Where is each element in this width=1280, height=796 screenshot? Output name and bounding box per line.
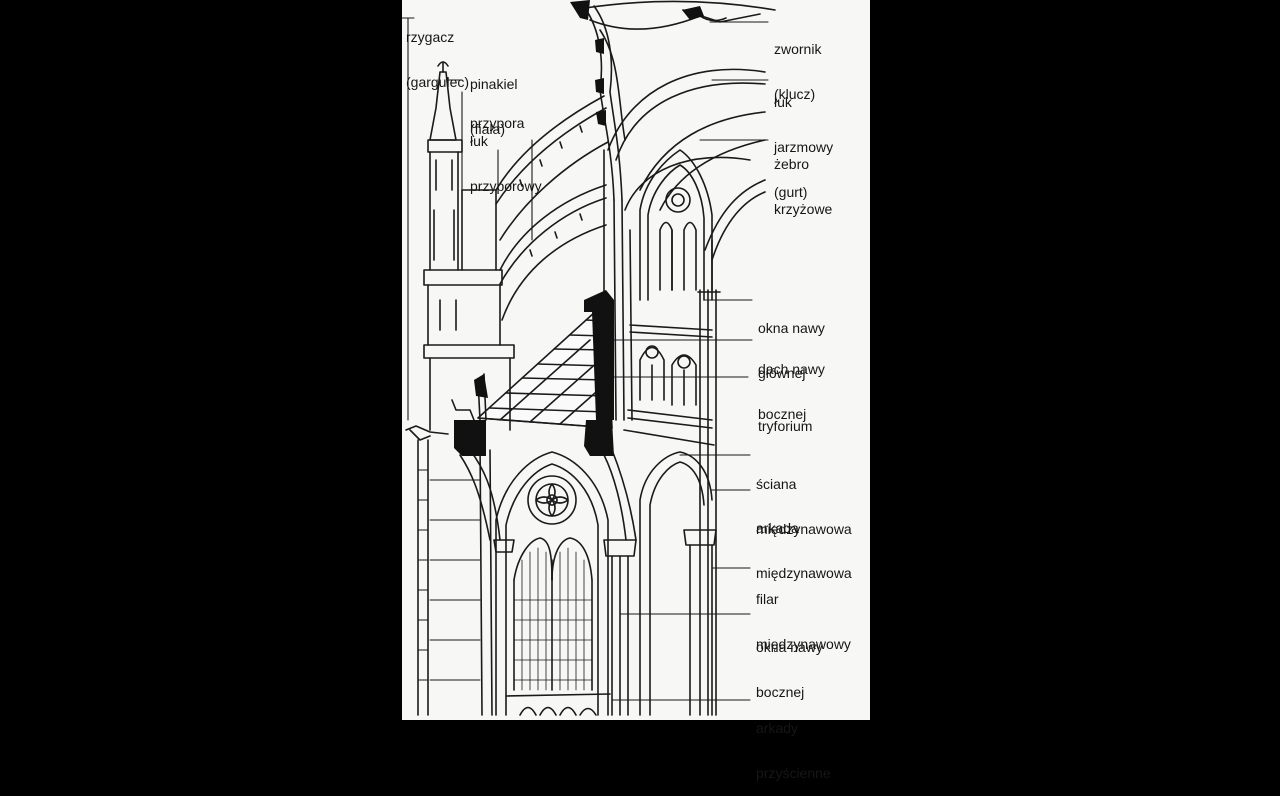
label-line: tryforium: [758, 418, 813, 434]
label-okna-nawy-bocznej: okna nawy bocznej: [756, 610, 823, 715]
label-tryforium: tryforium: [758, 389, 812, 449]
buttress-tower: [423, 61, 515, 431]
label-line: żebro: [774, 156, 810, 172]
label-line: (fiala): [470, 121, 506, 137]
label-line: okna nawy: [758, 320, 825, 336]
triforium: [627, 324, 713, 429]
label-line: łuk: [774, 94, 792, 110]
label-line: międzynawowa: [756, 521, 852, 537]
label-line: jarzmowy: [774, 139, 834, 155]
clerestory-window: [639, 149, 713, 301]
flying-buttresses: [495, 95, 609, 321]
label-sciana-miedzynawowa: ściana międzynawowa: [756, 447, 852, 552]
label-okna-nawy-glownej: okna nawy głównej: [758, 291, 825, 396]
label-line: przyścienne: [756, 765, 831, 781]
label-filar-miedzynawowy: filar międzynawowy: [756, 562, 851, 667]
leader-lines: [401, 17, 769, 701]
label-line: łuk: [470, 133, 488, 149]
label-line: filar: [756, 591, 779, 607]
label-line: zwornik: [774, 41, 822, 57]
label-pinakiel: pinakiel (fiala): [470, 47, 517, 152]
label-line: okna nawy: [756, 639, 823, 655]
wall-arcade: [505, 693, 611, 716]
dark-masses: [454, 0, 704, 456]
label-line: pinakiel: [470, 76, 518, 92]
label-arkady-przyscienne: arkady przyścienne: [756, 691, 831, 796]
label-line: (klucz): [774, 86, 816, 102]
nave-arcade: [623, 429, 715, 716]
label-arkada-miedzynawowa: arkada międzynawowa: [756, 491, 852, 596]
label-przypora: przypora: [470, 86, 524, 146]
cathedral-cross-section-drawing: [401, 0, 776, 716]
label-line: międzynawowa: [756, 565, 852, 581]
label-luk-przyporowy: łuk przyporowy: [470, 104, 542, 209]
right-pier: [683, 239, 721, 716]
label-line: bocznej: [756, 684, 805, 700]
label-line: krzyżowe: [774, 201, 833, 217]
label-zebro-krzyzowe: żebro krzyżowe: [774, 127, 832, 232]
label-line: międzynawowy: [756, 636, 851, 652]
aisle-window: [495, 451, 609, 716]
label-line: dach nawy: [758, 361, 825, 377]
label-luk-jarzmowy: łuk jarzmowy (gurt): [774, 65, 833, 215]
label-line: (gurt): [774, 184, 808, 200]
label-line: arkady: [756, 720, 799, 736]
label-dach-nawy-bocznej: dach nawy bocznej: [758, 332, 825, 437]
label-zwornik: zwornik (klucz): [774, 12, 821, 117]
label-line: przypora: [470, 115, 525, 131]
vault: [584, 0, 776, 261]
label-line: głównej: [758, 365, 806, 381]
label-line: przyporowy: [470, 178, 542, 194]
aisle-roof: [477, 301, 613, 429]
label-line: rzygacz: [406, 29, 455, 45]
label-rzygacz: rzygacz (gargulec): [406, 0, 469, 105]
label-line: (gargulec): [406, 74, 470, 90]
label-line: arkada: [756, 520, 799, 536]
label-line: ściana: [756, 476, 797, 492]
aisle-piers: [459, 449, 637, 716]
label-line: bocznej: [758, 406, 807, 422]
